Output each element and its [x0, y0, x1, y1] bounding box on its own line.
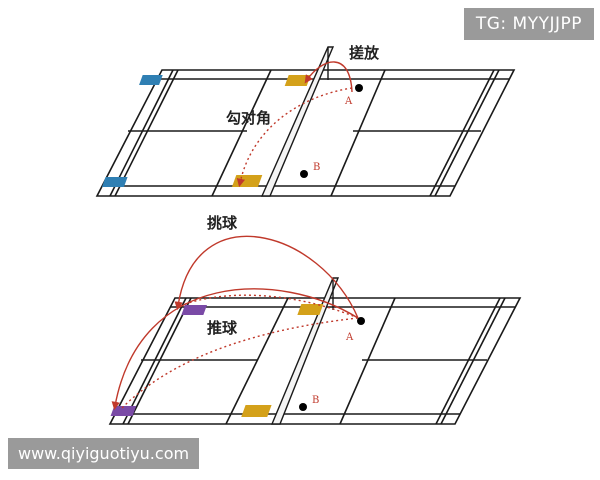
target-zone-blue	[139, 75, 163, 85]
player-a	[357, 317, 365, 325]
target-zone-purple	[181, 305, 207, 315]
court-lines	[108, 297, 522, 425]
point-b-label: B	[313, 162, 320, 173]
label-cross-court: 勾对角	[226, 109, 271, 127]
telegram-watermark: TG: MYYJJPP	[463, 8, 594, 40]
target-zone-blue	[101, 177, 128, 187]
bottom-court: 挑球 推球 A B	[108, 214, 522, 425]
player-a	[355, 84, 363, 92]
lift-trajectory-high	[174, 235, 359, 319]
label-lift: 挑球	[207, 214, 238, 232]
website-watermark: www.qiyiguotiyu.com	[8, 438, 200, 469]
player-b	[300, 170, 308, 178]
player-b	[299, 403, 307, 411]
push-trajectory-cross	[121, 317, 359, 409]
point-a-label: A	[344, 96, 353, 107]
label-net-shot: 搓放	[349, 44, 380, 62]
top-court: 搓放 勾对角 A B	[95, 44, 516, 197]
label-push: 推球	[207, 319, 238, 337]
point-a-label: A	[345, 332, 354, 343]
push-trajectory	[179, 294, 359, 319]
point-b-label: B	[312, 395, 319, 406]
court-lines	[95, 69, 516, 197]
target-zone-gold	[241, 405, 272, 417]
net	[270, 277, 340, 425]
net-shot-trajectory	[304, 61, 353, 93]
target-zone-gold	[231, 175, 263, 187]
lift-trajectory-low	[111, 288, 359, 411]
target-zone-gold	[297, 304, 324, 315]
target-zone-gold	[284, 75, 311, 86]
